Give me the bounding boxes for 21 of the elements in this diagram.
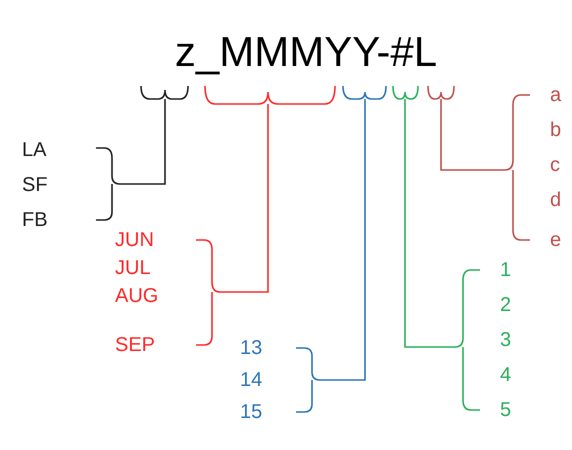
option-code: JUL: [115, 257, 151, 279]
option-code: 15: [240, 401, 262, 423]
option-code: 3: [500, 329, 512, 351]
title: z_MMMYY-#L: [174, 28, 438, 75]
option-code: 1: [500, 259, 512, 281]
option-code: 2: [500, 294, 512, 316]
option-code: e: [550, 229, 562, 251]
option-code: SEP: [115, 334, 156, 356]
option-code: c: [550, 154, 560, 176]
option-code: 4: [500, 364, 512, 386]
option-code: d: [550, 189, 562, 211]
option-code: FB: [22, 209, 48, 231]
option-code: 13: [240, 337, 262, 359]
option-code: a: [550, 84, 562, 106]
option-code: LA: [22, 139, 46, 161]
option-code: JUN: [115, 229, 154, 251]
option-code: b: [550, 119, 562, 141]
option-code: 5: [500, 399, 512, 421]
option-code: SF: [22, 174, 48, 196]
option-code: AUG: [115, 285, 158, 307]
option-code: 14: [240, 369, 262, 391]
